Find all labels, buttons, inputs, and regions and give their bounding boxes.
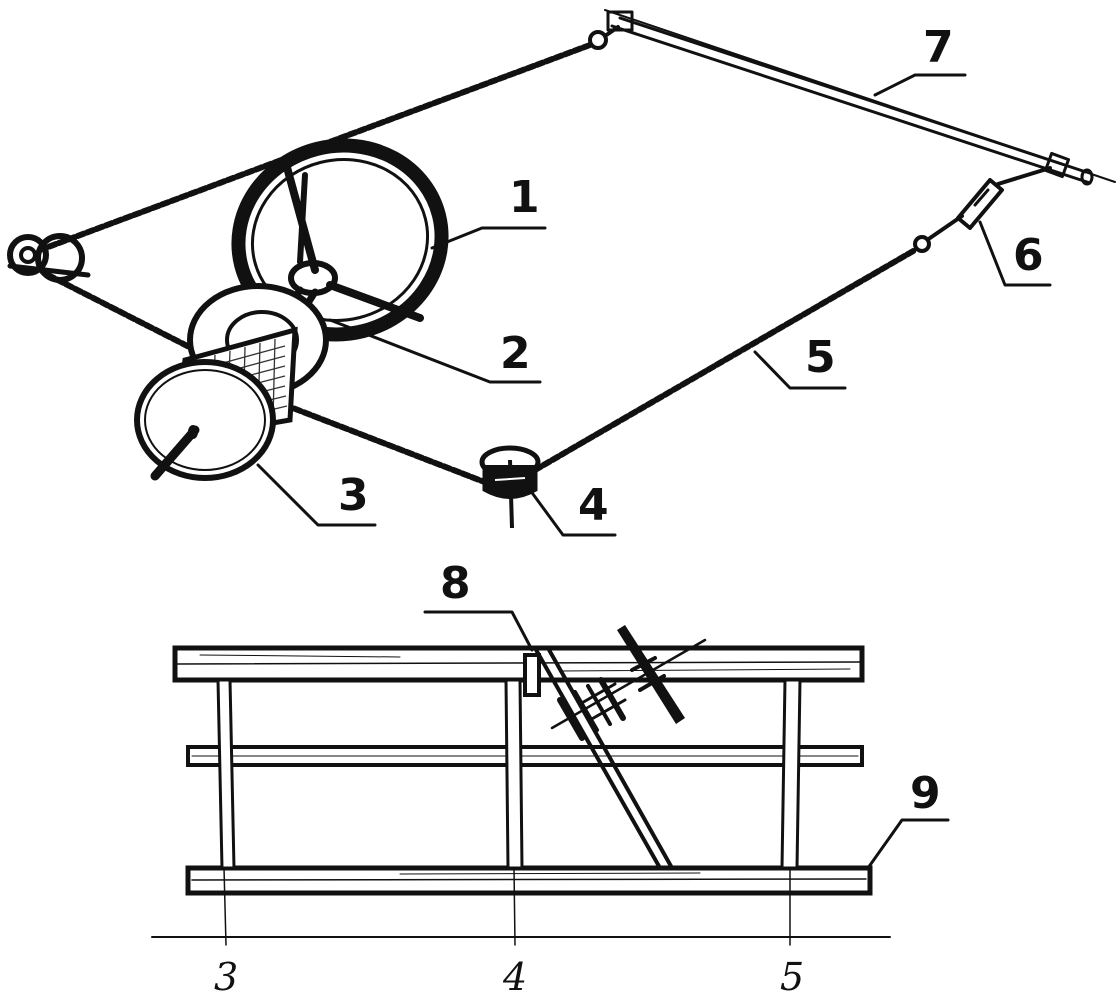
side-view-frame: 8 9 3 4 5: [151, 558, 950, 999]
side-drum-wheel: [550, 625, 707, 741]
steering-column: [533, 646, 674, 870]
callout-cable-drum: 3: [338, 470, 369, 521]
callout-steering-shaft: 2: [500, 328, 531, 379]
station-label-5: 5: [780, 955, 804, 999]
steering-cable: [532, 235, 931, 473]
top-rail: [172, 645, 865, 683]
cable-drum: [134, 283, 329, 481]
frame-rail: [185, 865, 873, 896]
callout-steering-wheel: 1: [509, 172, 540, 223]
callout-pulley-block: 4: [578, 480, 609, 531]
turnbuckle: [928, 166, 1052, 240]
callout-steering-cable: 5: [805, 332, 836, 383]
middle-rail: [186, 745, 864, 767]
frame-uprights: [216, 678, 802, 870]
drum-to-pulley-cable: [282, 402, 503, 491]
steering-wheel: [231, 138, 449, 342]
station-label-4: 4: [502, 955, 527, 999]
leader-frame-rail: [866, 818, 950, 870]
callout-mount-bracket: 8: [440, 558, 471, 609]
leader-mount-bracket: [423, 610, 534, 652]
pulley-block: [479, 445, 541, 529]
station-ticks: [223, 867, 791, 946]
station-label-3: 3: [214, 955, 238, 999]
steering-bar: [604, 9, 1116, 186]
mount-bracket: [523, 653, 541, 697]
callout-steering-bar: 7: [923, 22, 954, 73]
callout-frame-rail: 9: [910, 768, 941, 819]
drum-feed-cable: [45, 272, 208, 358]
top-view-assembly: 1 2 3 4 5 6 7: [7, 9, 1116, 537]
callout-turnbuckle: 6: [1013, 230, 1044, 281]
top-leader-lines: [256, 73, 1052, 537]
